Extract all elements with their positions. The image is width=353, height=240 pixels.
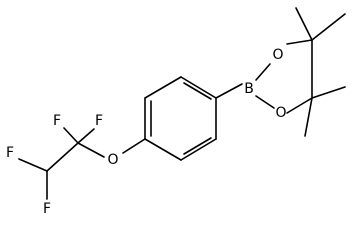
bond-ether-oxygen-to-cf2 [77, 142, 105, 158]
bond-cf2-to-right-fluorine [77, 128, 95, 144]
fluorine-chf2-bottom-label: F [43, 201, 51, 217]
bond-methyl-top-left [295, 7, 313, 41]
bond-cf2-to-left-fluorine [63, 127, 79, 144]
bond-ring-top-right [180, 76, 217, 99]
fluorine-cf2-right-label: F [95, 113, 103, 129]
bond-methyl-bottom-left [304, 97, 313, 137]
bond-methyl-bottom-right [311, 86, 346, 99]
bond-ring-inner-top [183, 82, 212, 100]
bond-ring-to-boron [215, 83, 243, 99]
bond-boron-to-bottom-oxygen [255, 95, 275, 109]
fluorine-cf2-left-label: F [53, 113, 61, 129]
bond-chf2-to-left-fluorine [18, 158, 48, 172]
bond-bottom-oxygen-to-carbon [286, 97, 313, 114]
atom-labels: B O O O F F F F [6, 47, 287, 217]
fluorine-chf2-left-label: F [6, 145, 14, 161]
structure-diagram: B O O O F F F F [6, 7, 346, 217]
bond-boron-to-top-oxygen [255, 63, 271, 81]
oxygen-top-label: O [272, 47, 283, 63]
oxygen-bottom-label: O [275, 105, 286, 121]
bond-ring-inner-bottom [183, 137, 212, 155]
bond-cf2-to-chf2 [46, 142, 79, 172]
bond-ring-to-ether-oxygen [122, 138, 146, 154]
oxygen-ether-label: O [107, 152, 118, 168]
bond-methyl-top-right [311, 13, 346, 41]
bond-top-oxygen-to-carbon [286, 39, 313, 45]
bonds [18, 7, 346, 200]
bond-ring-right-lower [180, 138, 217, 161]
boron-label: B [244, 81, 254, 97]
bond-ring-bottom [144, 138, 182, 161]
bond-ring-top [144, 76, 182, 99]
